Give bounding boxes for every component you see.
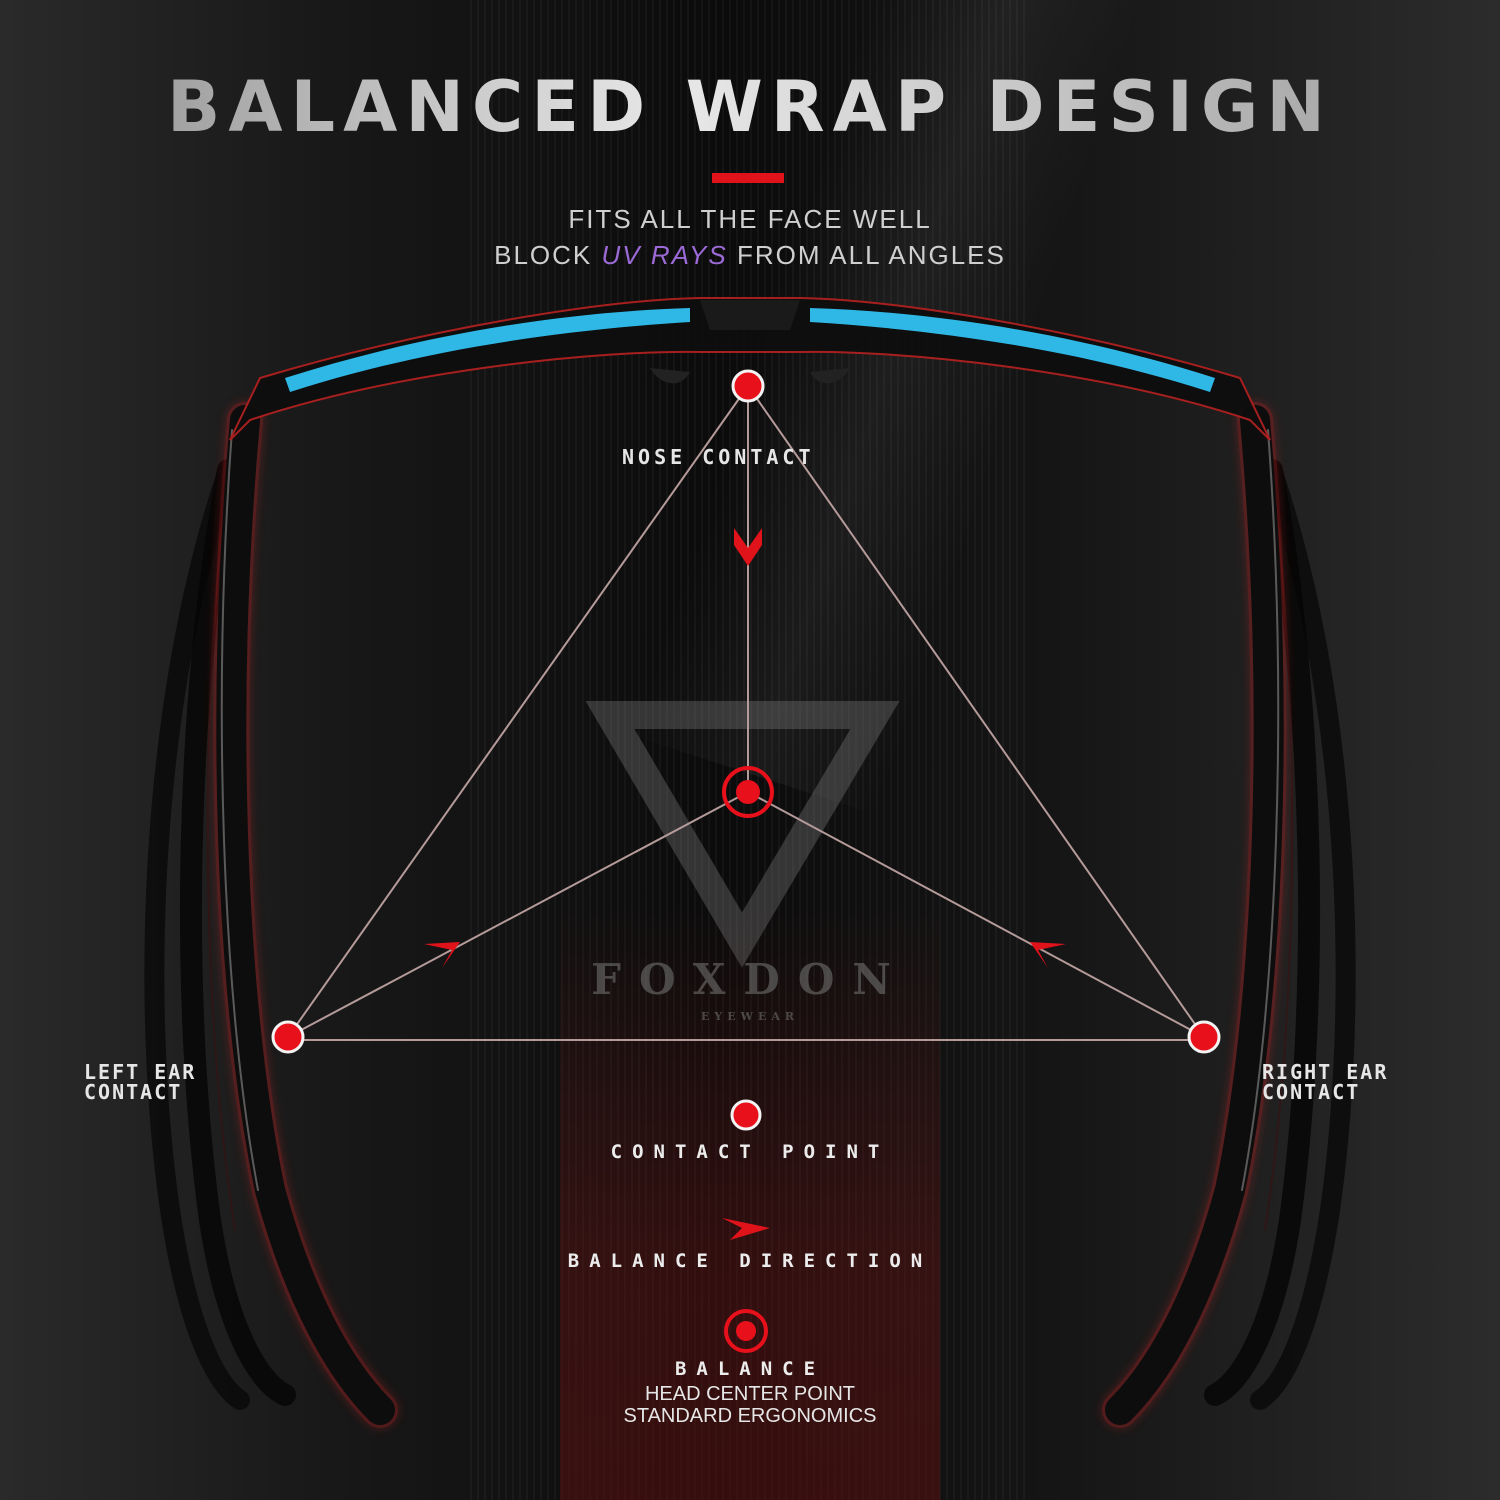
right-ear-contact-dot xyxy=(1187,1020,1221,1054)
right-ear-contact-label: RIGHT EAR CONTACT xyxy=(1262,1062,1388,1102)
title-underline xyxy=(712,173,784,183)
arrow-right-up xyxy=(1030,942,1066,968)
left-ear-contact-label: LEFT EAR CONTACT xyxy=(84,1062,196,1102)
balance-center xyxy=(722,766,774,818)
subtitle-line-2: BLOCK UV RAYS FROM ALL ANGLES xyxy=(0,240,1500,271)
subtitle-after: FROM ALL ANGLES xyxy=(736,240,1006,270)
lens-edge-right xyxy=(810,308,1215,392)
subtitle-line-1: FITS ALL THE FACE WELL xyxy=(568,204,932,234)
balance-triangle xyxy=(287,385,1205,1041)
right-ear-line-1: RIGHT EAR xyxy=(1262,1060,1389,1084)
lens-edge-left xyxy=(285,308,690,392)
brand-logo xyxy=(585,701,900,968)
right-ear-line-2: CONTACT xyxy=(1262,1080,1361,1104)
legend-balance-icon xyxy=(724,1309,768,1353)
front-frame xyxy=(229,297,1271,441)
page-title: BALANCED WRAP DESIGN xyxy=(0,66,1500,148)
uv-highlight: UV RAYS xyxy=(601,240,728,270)
nose-contact-dot xyxy=(731,369,765,403)
red-glow-band xyxy=(560,900,940,1500)
subtitle-before: BLOCK xyxy=(494,240,593,270)
nose-contact-label: NOSE CONTACT xyxy=(622,445,815,469)
legend-balance: BALANCE xyxy=(674,1358,826,1380)
legend-contact-point: CONTACT POINT xyxy=(610,1141,890,1163)
legend-balance-direction: BALANCE DIRECTION xyxy=(567,1250,933,1272)
legend-direction-icon xyxy=(722,1218,770,1240)
legend-icons xyxy=(722,1099,770,1353)
temple-arm-left xyxy=(213,402,398,1428)
arrow-down xyxy=(734,528,762,566)
contact-points xyxy=(271,369,1221,1054)
legend-contact-icon xyxy=(730,1099,762,1131)
legend-balance-line-2: STANDARD ERGONOMICS xyxy=(623,1405,877,1427)
brand-tagline: EYEWEAR xyxy=(700,1010,800,1023)
left-ear-contact-dot xyxy=(271,1020,305,1054)
arrow-left-up xyxy=(424,942,460,968)
balance-direction-arrows xyxy=(424,528,1066,968)
legend-balance-line-1: HEAD CENTER POINT xyxy=(644,1383,856,1405)
temple-arm-right xyxy=(1102,402,1287,1428)
left-ear-line-2: CONTACT xyxy=(84,1080,183,1104)
brand-name: FOXDON xyxy=(591,955,909,1004)
left-ear-line-1: LEFT EAR xyxy=(84,1060,197,1084)
